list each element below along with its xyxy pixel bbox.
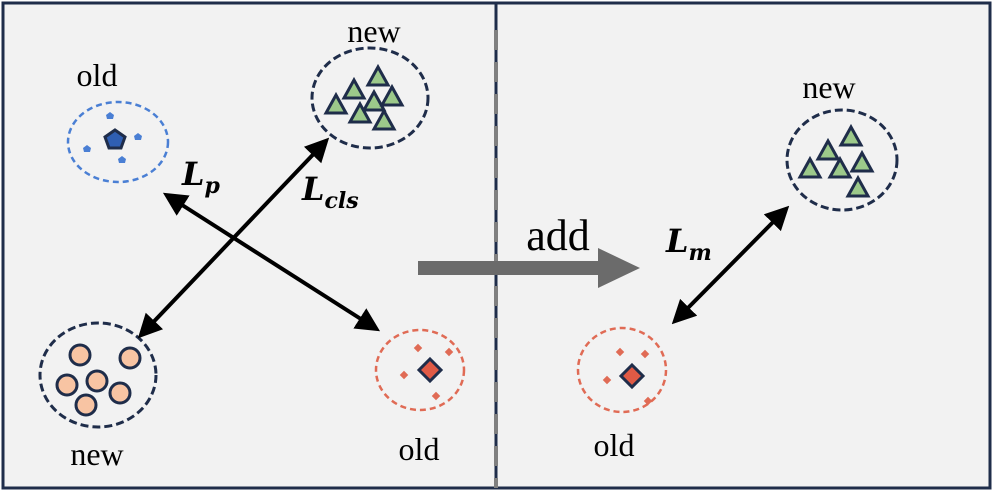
pentagon-icon <box>83 145 91 152</box>
triangle-icon <box>323 91 349 115</box>
label-new-right: new <box>802 69 855 105</box>
new-cluster-top-mid <box>310 46 430 150</box>
label-old-bottom-mid: old <box>399 431 440 467</box>
circle-icon <box>118 346 142 370</box>
diamond-icon <box>431 391 441 401</box>
triangle-icon <box>827 155 853 179</box>
loss-lp-label: Lp <box>181 155 221 199</box>
old-cluster-right <box>576 326 668 414</box>
triangle-icon <box>341 76 367 100</box>
triangle-icon <box>379 83 405 107</box>
diamond-center-icon <box>416 356 444 384</box>
old-cluster-bottom-mid <box>374 328 466 412</box>
label-new-top-mid: new <box>347 13 400 49</box>
circle-icon <box>55 373 79 397</box>
arrow-lcls <box>137 137 330 339</box>
triangle-icon <box>371 107 397 131</box>
triangle-icon <box>361 88 387 112</box>
label-new-bottom-left: new <box>70 436 123 472</box>
triangle-icon <box>347 100 373 124</box>
new-cluster-bottom-left <box>38 321 158 429</box>
triangle-icon <box>838 123 864 147</box>
circle-icon <box>108 381 132 405</box>
loss-lm-label: Lm <box>665 222 712 266</box>
loss-lcls-label: Lcls <box>301 170 359 214</box>
diamond-icon <box>399 370 409 380</box>
triangle-icon <box>365 63 391 87</box>
new-cluster-right <box>785 108 899 212</box>
arrow-lm <box>671 205 790 325</box>
diamond-icon <box>640 349 650 359</box>
diamond-center-icon <box>618 362 646 390</box>
label-old-right: old <box>594 427 635 463</box>
triangle-icon <box>849 149 875 173</box>
diamond-icon <box>602 375 612 385</box>
triangle-icon <box>845 174 871 198</box>
label-add: add <box>526 211 590 260</box>
diamond-icon <box>643 396 653 406</box>
pentagon-center-icon <box>103 128 127 150</box>
pentagon-icon <box>118 156 126 163</box>
circle-icon <box>85 369 109 393</box>
diamond-icon <box>413 343 423 353</box>
diamond-icon <box>615 347 625 357</box>
triangle-icon <box>797 155 823 179</box>
pentagon-icon <box>106 112 114 119</box>
add-arrow <box>418 248 640 288</box>
diamond-icon <box>444 347 454 357</box>
label-old-top-left: old <box>77 57 118 93</box>
triangle-icon <box>815 137 841 161</box>
circle-icon <box>74 393 98 417</box>
circle-icon <box>68 343 92 367</box>
